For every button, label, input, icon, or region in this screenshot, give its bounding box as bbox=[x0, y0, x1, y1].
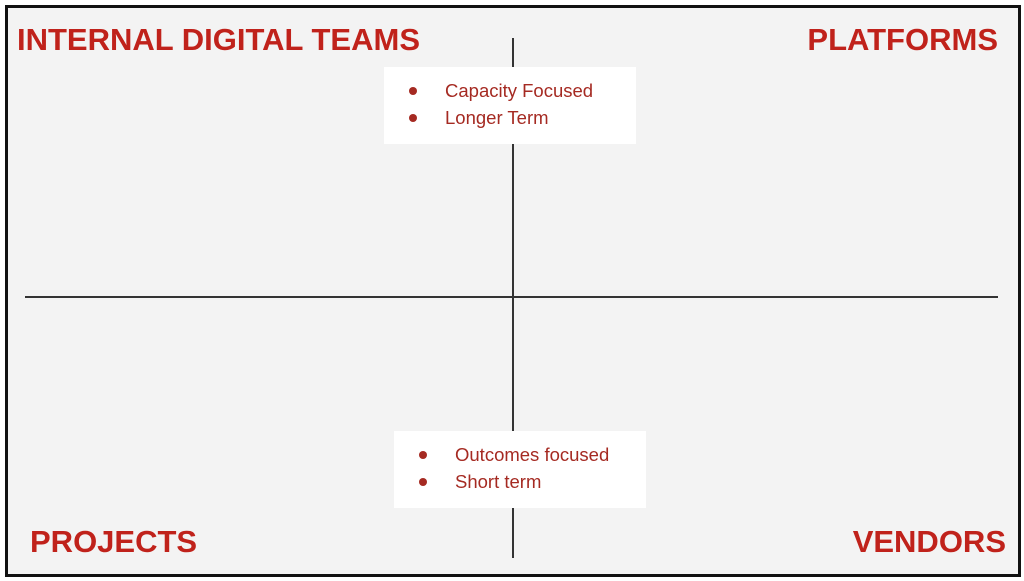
top-attributes-box: Capacity Focused Longer Term bbox=[384, 67, 636, 144]
list-item: Short term bbox=[394, 468, 646, 495]
list-item-label: Capacity Focused bbox=[445, 80, 594, 101]
quadrant-label-top-right: PLATFORMS bbox=[807, 22, 998, 57]
list-item-label: Short term bbox=[455, 471, 542, 492]
bullet-dot-icon bbox=[419, 451, 427, 459]
list-item: Outcomes focused bbox=[394, 441, 646, 468]
list-item: Longer Term bbox=[384, 104, 636, 131]
list-item: Capacity Focused bbox=[384, 77, 636, 104]
quadrant-label-top-left: INTERNAL DIGITAL TEAMS bbox=[17, 22, 420, 57]
horizontal-axis bbox=[25, 296, 998, 298]
quadrant-label-bottom-left: PROJECTS bbox=[30, 524, 198, 559]
quadrant-label-bottom-right: VENDORS bbox=[852, 524, 1006, 559]
bullet-dot-icon bbox=[419, 478, 427, 486]
bullet-dot-icon bbox=[409, 87, 417, 95]
top-attributes-list: Capacity Focused Longer Term bbox=[384, 77, 636, 131]
bottom-attributes-box: Outcomes focused Short term bbox=[394, 431, 646, 508]
list-item-label: Outcomes focused bbox=[455, 444, 610, 465]
diagram-frame: INTERNAL DIGITAL TEAMS PLATFORMS PROJECT… bbox=[5, 5, 1021, 577]
vertical-axis bbox=[512, 38, 514, 558]
bullet-dot-icon bbox=[409, 114, 417, 122]
bottom-attributes-list: Outcomes focused Short term bbox=[394, 441, 646, 495]
list-item-label: Longer Term bbox=[445, 107, 549, 128]
